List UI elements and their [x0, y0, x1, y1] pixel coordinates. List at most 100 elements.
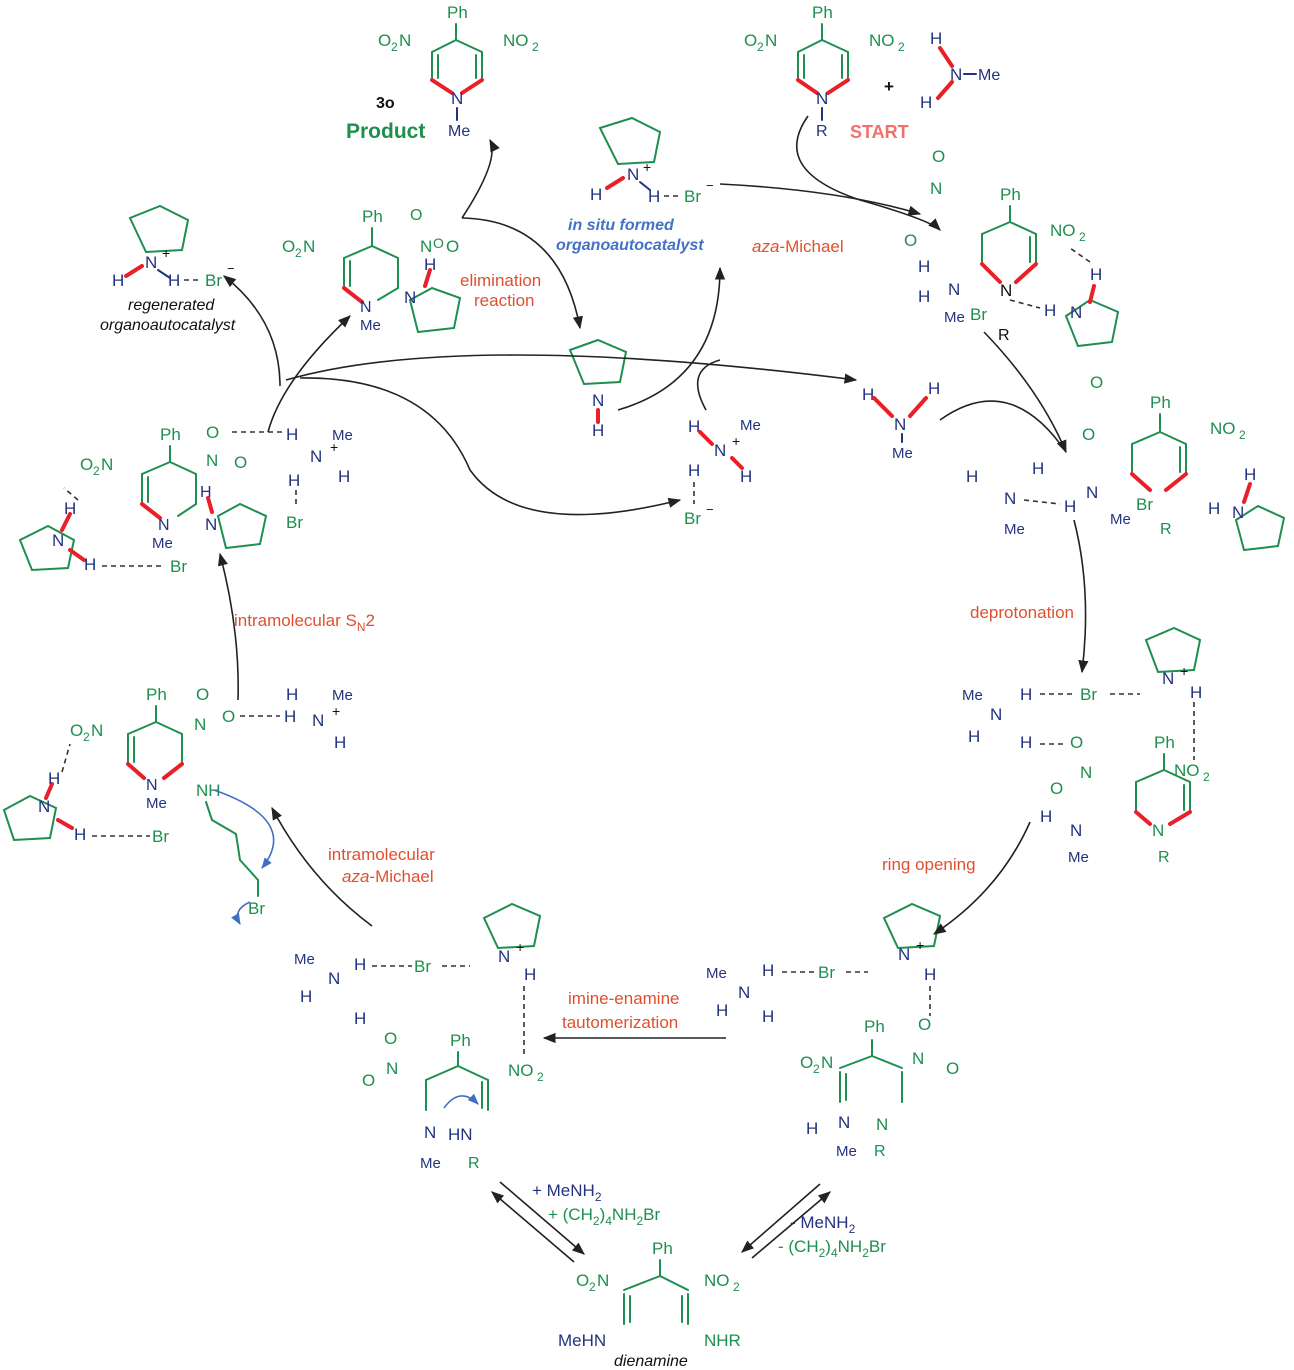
arrow-methylamine-in	[939, 400, 1067, 453]
svg-text:H: H	[1020, 733, 1032, 752]
svg-text:R: R	[816, 123, 828, 140]
svg-text:H: H	[1090, 265, 1102, 284]
svg-text:N: N	[38, 797, 50, 816]
pyrrolidine-free: N H	[568, 338, 628, 440]
step-intra-aza-1: intramolecular	[328, 845, 435, 864]
svg-text:H: H	[1208, 499, 1220, 518]
svg-text:H: H	[524, 965, 536, 984]
svg-text:2: 2	[83, 730, 90, 744]
svg-text:N: N	[206, 451, 218, 470]
svg-text:+: +	[162, 245, 170, 261]
svg-text:Me: Me	[836, 1143, 857, 1160]
svg-text:H: H	[920, 93, 932, 112]
svg-text:R: R	[468, 1155, 480, 1172]
svg-text:MeHN: MeHN	[558, 1331, 606, 1350]
svg-text:N: N	[714, 441, 726, 460]
arrow-catalyst-feed	[719, 183, 922, 216]
svg-text:H: H	[1064, 497, 1076, 516]
svg-text:Ph: Ph	[362, 207, 383, 226]
svg-text:N: N	[404, 288, 416, 307]
svg-text:Ph: Ph	[1154, 733, 1175, 752]
svg-text:N: N	[303, 237, 315, 256]
svg-text:N: N	[1152, 821, 1164, 840]
svg-text:R: R	[1158, 849, 1170, 866]
svg-text:N: N	[420, 237, 432, 256]
cycle-arrows	[217, 115, 1089, 1263]
deprotonation-intermediate: Ph O O NO 2 N Me Br R H H H N Me H N H	[966, 373, 1286, 552]
svg-text:H: H	[64, 499, 76, 518]
equilibrium-right-rev	[751, 1191, 831, 1259]
equilibrium-left-2: + (CH2)4NH2Br	[548, 1205, 661, 1228]
svg-text:O: O	[1090, 373, 1103, 392]
svg-text:N: N	[146, 777, 158, 794]
svg-text:O: O	[1050, 779, 1063, 798]
svg-text:Br: Br	[1080, 685, 1097, 704]
svg-text:+: +	[516, 939, 524, 955]
svg-text:O: O	[932, 147, 945, 166]
arrow-pyrrolidine-to-catalyst	[617, 266, 726, 411]
svg-text:H: H	[200, 484, 212, 501]
svg-text:Br: Br	[684, 187, 701, 206]
step-intra-aza-2: aza-Michael	[342, 867, 434, 886]
svg-text:H: H	[740, 467, 752, 486]
svg-text:H: H	[284, 707, 296, 726]
svg-text:2: 2	[1239, 428, 1246, 442]
svg-text:Me: Me	[1110, 511, 1131, 528]
svg-text:N: N	[451, 89, 463, 108]
svg-text:NO: NO	[1210, 419, 1236, 438]
svg-text:Ph: Ph	[447, 3, 468, 22]
svg-text:N: N	[399, 31, 411, 50]
svg-text:3o: 3o	[376, 95, 395, 112]
svg-text:N: N	[876, 1115, 888, 1134]
svg-text:H: H	[424, 255, 436, 274]
svg-text:H: H	[862, 385, 874, 404]
svg-text:N: N	[498, 947, 510, 966]
svg-text:NO: NO	[1050, 221, 1076, 240]
svg-text:Br: Br	[970, 305, 987, 324]
svg-text:H: H	[354, 1009, 366, 1028]
svg-text:H: H	[1044, 301, 1056, 320]
sn2-intermediate: Ph N Me O 2 N O N O N H H N + Me H H Br …	[18, 423, 353, 576]
step-aza-michael: aza-Michael	[752, 237, 844, 256]
arrow-ring-opening	[932, 821, 1031, 935]
svg-text:+: +	[916, 937, 924, 953]
svg-text:N: N	[360, 299, 372, 316]
svg-text:N: N	[52, 531, 64, 550]
svg-text:H: H	[590, 185, 602, 204]
svg-text:H: H	[48, 769, 60, 788]
equilibrium-left-rev	[491, 1191, 575, 1263]
svg-text:Me: Me	[420, 1155, 441, 1172]
svg-text:NO: NO	[508, 1061, 534, 1080]
svg-text:H: H	[762, 1007, 774, 1026]
svg-text:N: N	[597, 1271, 609, 1290]
svg-text:R: R	[1160, 521, 1172, 538]
svg-text:organoautocatalyst: organoautocatalyst	[100, 317, 236, 334]
svg-text:+: +	[330, 439, 338, 455]
svg-text:H: H	[288, 471, 300, 490]
enamine-intermediate: N + H Me N H H Br H Ph O N O NO 2 N Me H…	[294, 902, 544, 1172]
svg-text:Ph: Ph	[160, 425, 181, 444]
step-tautomer-1: imine-enamine	[568, 989, 680, 1008]
svg-text:O: O	[946, 1059, 959, 1078]
svg-text:N: N	[158, 517, 170, 534]
svg-text:−: −	[227, 261, 235, 276]
svg-text:Me: Me	[740, 417, 761, 434]
svg-text:Ph: Ph	[1000, 185, 1021, 204]
svg-text:Me: Me	[1068, 849, 1089, 866]
svg-text:N: N	[738, 983, 750, 1002]
equilibrium-right-2: - (CH2)4NH2Br	[778, 1237, 886, 1260]
svg-text:O: O	[446, 237, 459, 256]
svg-text:H: H	[918, 257, 930, 276]
equilibrium-left-1: + MeNH2	[532, 1181, 602, 1204]
svg-text:N: N	[816, 89, 828, 108]
svg-text:Ph: Ph	[146, 685, 167, 704]
svg-text:N: N	[312, 711, 324, 730]
svg-text:−: −	[706, 502, 714, 517]
svg-text:N: N	[592, 391, 604, 410]
svg-text:+: +	[643, 159, 651, 175]
arrow-intramolecular-sn2	[217, 552, 239, 701]
svg-text:Me: Me	[448, 123, 470, 140]
svg-text:O: O	[80, 455, 93, 474]
svg-text:O: O	[378, 31, 391, 50]
arrow-release-catalyst	[222, 275, 281, 387]
